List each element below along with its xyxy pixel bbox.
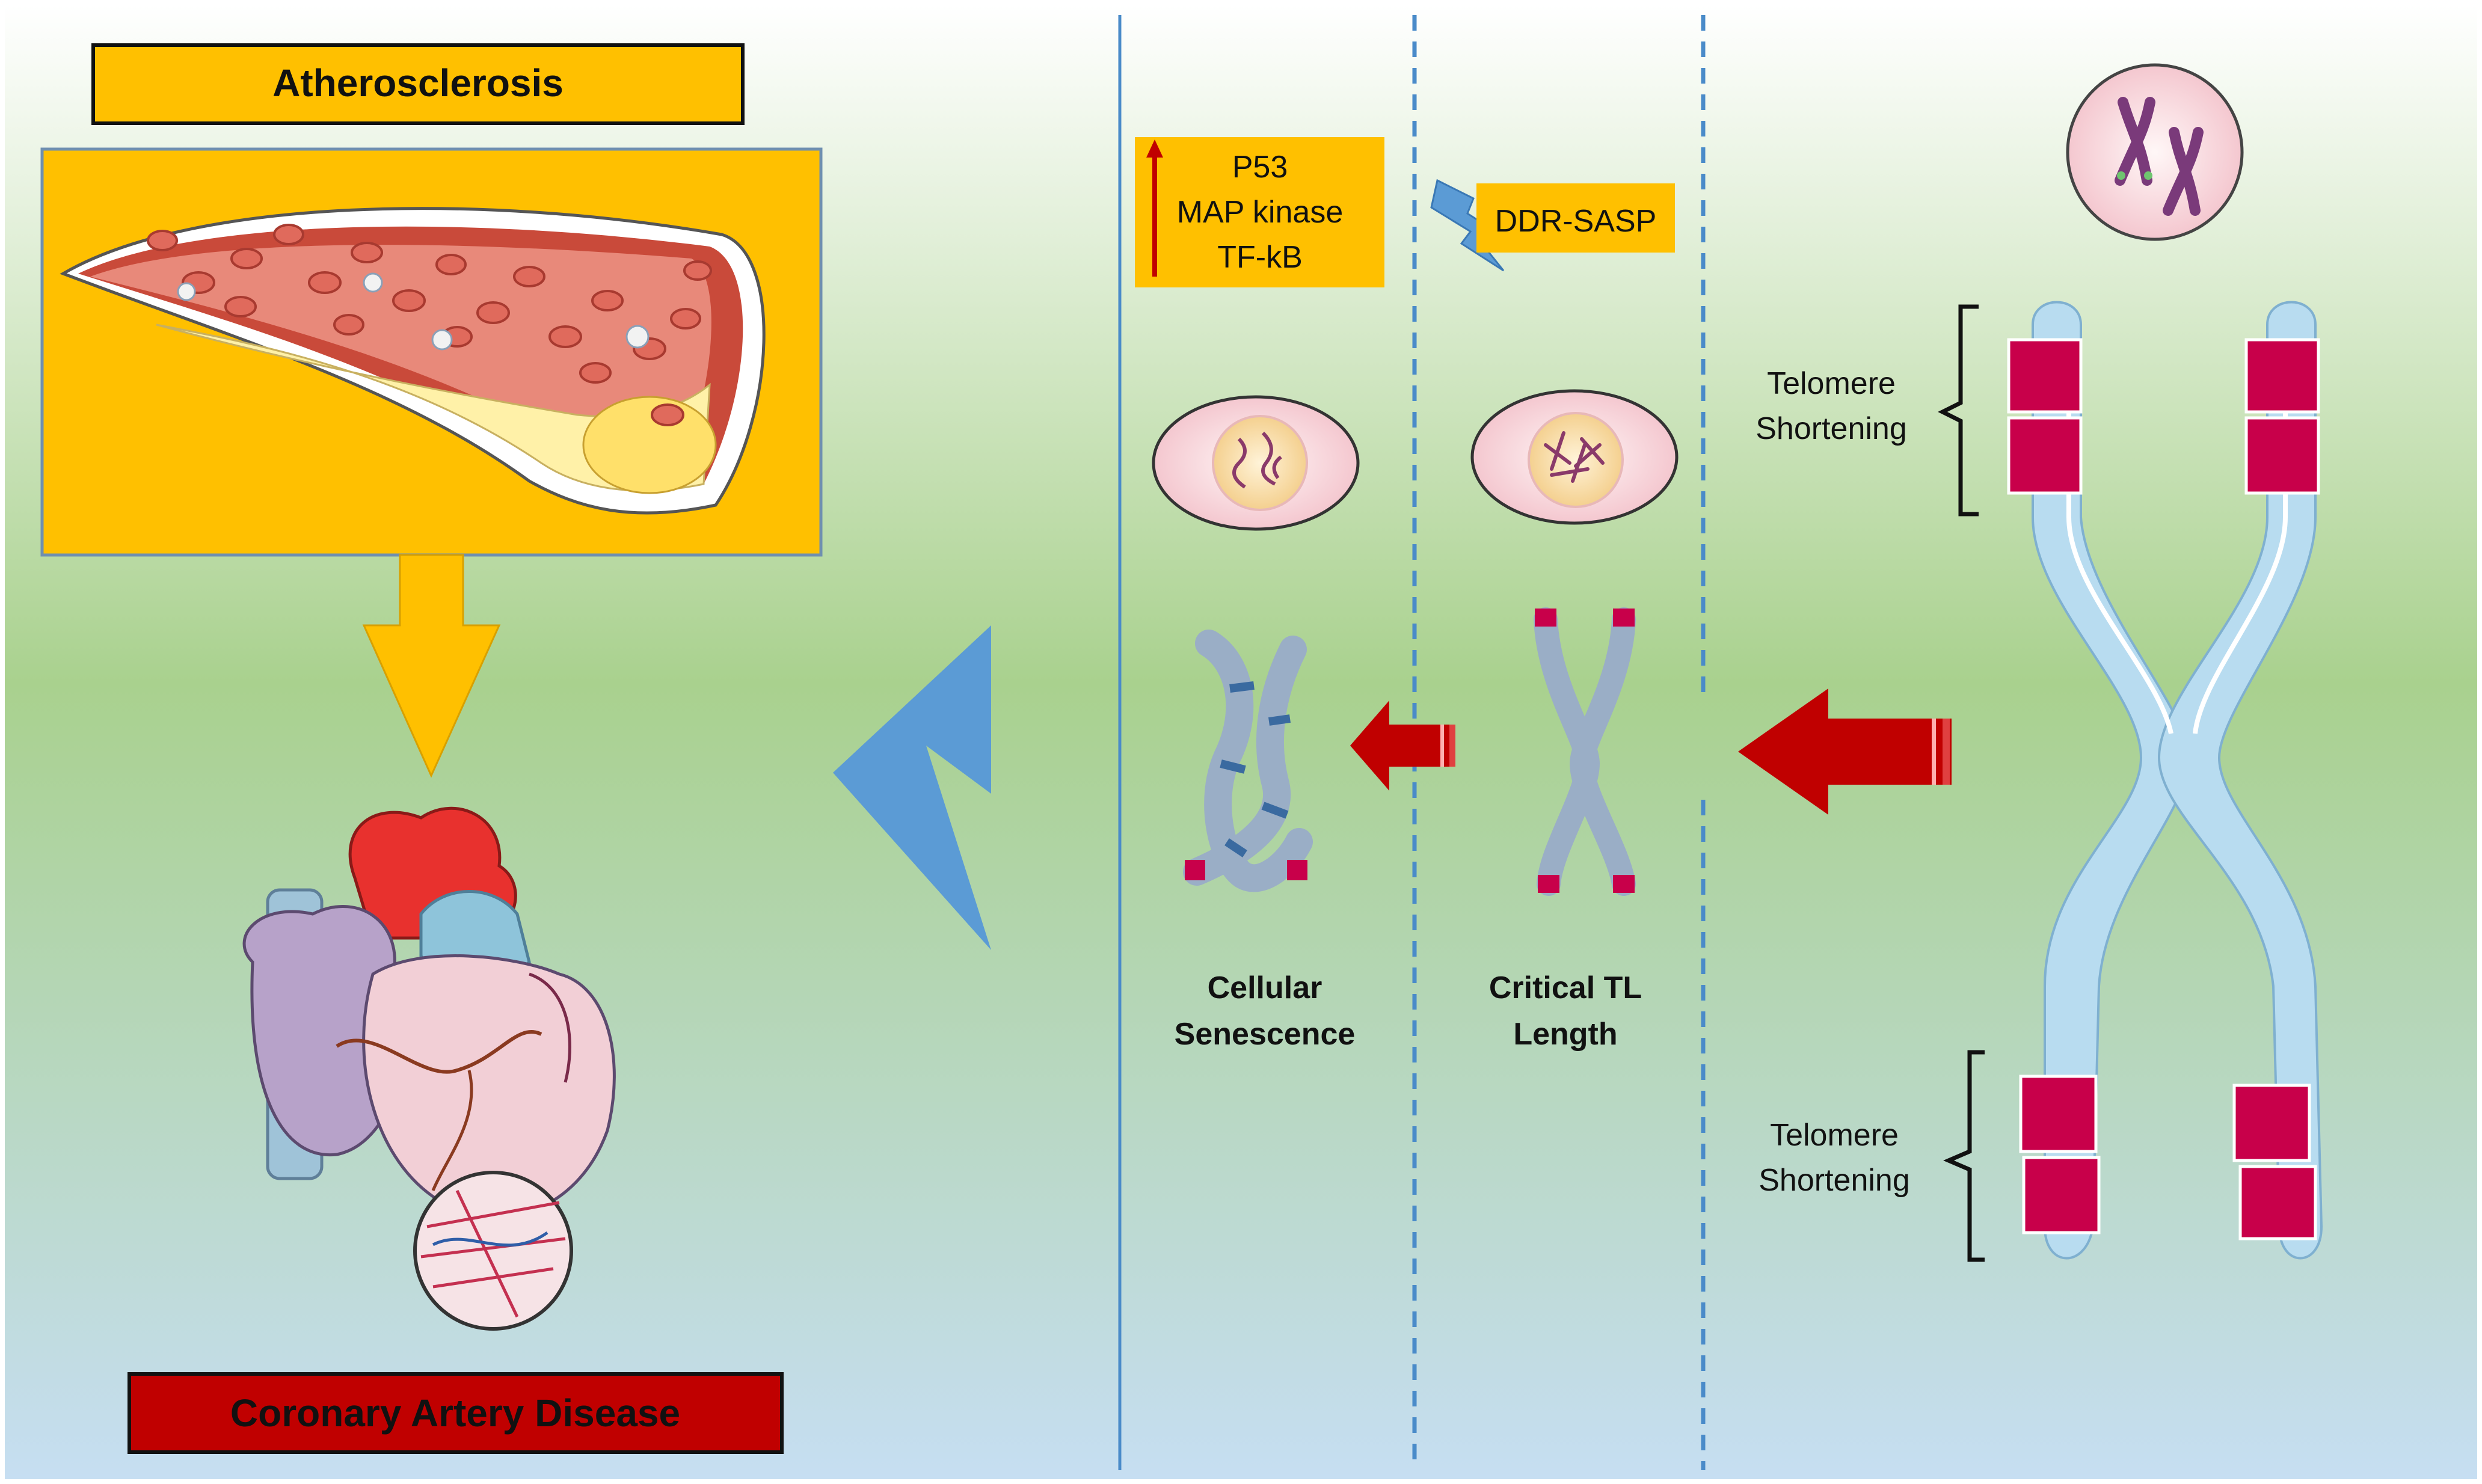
telomere-block	[2244, 416, 2320, 495]
critical-tl-line2: Length	[1513, 1017, 1617, 1052]
atherosclerosis-label: Atherosclerosis	[272, 61, 564, 105]
ddr-sasp-label: DDR-SASP	[1495, 204, 1657, 239]
cell-nucleus-icon-critical	[1470, 389, 1679, 525]
left-chevron-icon	[833, 625, 991, 950]
critical-chromosome-icon	[1534, 607, 1636, 896]
bracket-bottom	[1943, 1050, 1985, 1262]
lightning-icon	[1430, 179, 1512, 272]
up-arrow-head	[1146, 140, 1163, 158]
left-arrow-icon-large	[1738, 688, 1952, 815]
telomere-top-line2: Shortening	[1756, 411, 1907, 446]
coronary-artery-disease-box: Coronary Artery Disease	[127, 1372, 784, 1454]
cellular-senescence-line1: Cellular	[1208, 970, 1322, 1005]
telomere-block	[2238, 1165, 2317, 1240]
artery-panel	[40, 147, 823, 557]
heart-icon	[242, 806, 616, 1331]
telomere-block	[2007, 416, 2083, 495]
coronary-artery-disease-label: Coronary Artery Disease	[230, 1391, 680, 1435]
telomere-block	[2019, 1075, 2098, 1153]
cell-nucleus-icon-senescence	[1152, 395, 1360, 531]
telomere-top-line1: Telomere	[1767, 366, 1896, 401]
telomere-block	[2232, 1084, 2311, 1162]
atherosclerosis-title-box: Atherosclerosis	[91, 43, 745, 125]
telomere-bottom-line1: Telomere	[1770, 1118, 1899, 1153]
senescent-chromosome-icon	[1183, 630, 1313, 892]
chromosome-icon	[2007, 301, 2323, 1260]
markers-box: P53 MAP kinase TF-kB	[1135, 137, 1384, 287]
critical-tl-line1: Critical TL	[1489, 970, 1642, 1005]
bracket-top	[1938, 304, 1979, 517]
down-arrow-icon	[362, 554, 501, 778]
nucleus-chromosome-icon	[2066, 63, 2244, 241]
cellular-senescence-line2: Senescence	[1175, 1017, 1356, 1052]
marker-p53: P53	[1232, 150, 1288, 185]
left-arrow-icon-small	[1350, 701, 1455, 791]
telomere-block	[2007, 338, 2083, 414]
ddr-sasp-box: DDR-SASP	[1476, 183, 1675, 253]
marker-map-kinase: MAP kinase	[1177, 195, 1344, 230]
marker-tf-kb: TF-kB	[1217, 240, 1303, 275]
artery-plaque-icon	[60, 207, 766, 515]
telomere-block	[2022, 1156, 2101, 1234]
telomere-block	[2244, 338, 2320, 414]
telomere-bottom-line2: Shortening	[1759, 1163, 1910, 1198]
